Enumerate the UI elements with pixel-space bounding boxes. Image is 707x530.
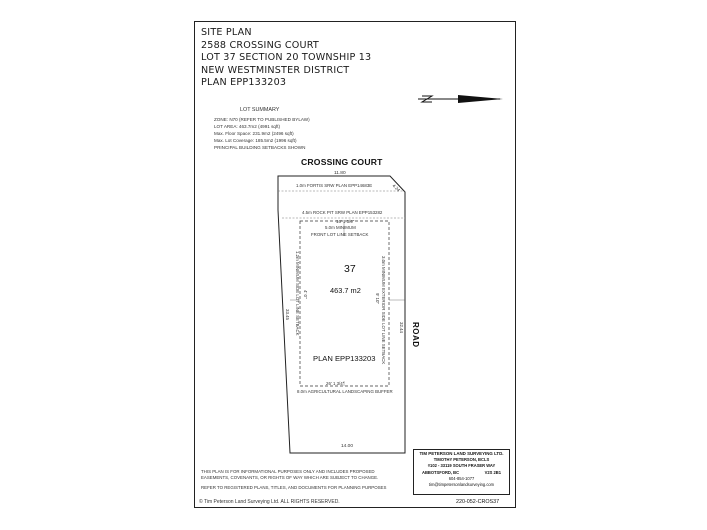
lot-summary: ZONE: N70 (REFER TO PUBLISHED BYLAW) LOT… bbox=[214, 117, 310, 152]
rock-pit-srw-label: 4.5m ROCK PIT SRW PLAN EPP153282 bbox=[302, 210, 383, 215]
surveyor-name: TIMOTHY PETERSON, BCLS bbox=[433, 457, 490, 463]
floor-space-text: Max. Floor Space: 231.9m2 (2496 sqft) bbox=[214, 130, 294, 136]
disclaimer: THIS PLAN IS FOR INFORMATIONAL PURPOSES … bbox=[201, 469, 411, 491]
road-label: ROAD bbox=[411, 322, 420, 348]
lot-area-text: LOT AREA: 463.7m2 (4991 sqft) bbox=[214, 123, 281, 129]
title-line: 2588 CROSSING COURT bbox=[201, 39, 319, 51]
right-dimension: 32.44 bbox=[399, 322, 404, 333]
surveyor-city: ABBOTSFORD, BC bbox=[422, 469, 460, 475]
lot-coverage-text: Max. Lot Coverage: 185.5m2 (1996 sqft) bbox=[214, 137, 297, 143]
front-setback-value: 5.0m MINIMUM bbox=[325, 225, 356, 230]
lot-area-label: 463.7 m2 bbox=[330, 286, 361, 295]
zone-text: ZONE: N70 (REFER TO PUBLISHED BYLAW) bbox=[214, 117, 310, 122]
top-dimension: 11.80 bbox=[334, 171, 346, 176]
plan-number: PLAN EPP133203 bbox=[313, 354, 376, 363]
copyright-notice: © Tim Peterson Land Surveying Ltd. ALL R… bbox=[199, 499, 340, 505]
title-line: LOT 37 SECTION 20 TOWNSHIP 13 bbox=[201, 52, 372, 64]
rear-buffer-label: 8.0m AGRICULTURAL LANDSCAPING BUFFER bbox=[297, 389, 393, 394]
front-setback-label: FRONT LOT LINE SETBACK bbox=[311, 232, 369, 237]
right-setback-label: 3.0m MINIMUM EXTERIOR SIDE LOT LINE SETB… bbox=[381, 256, 386, 365]
right-imperial-dim: 9' 10" bbox=[375, 293, 380, 304]
building-envelope bbox=[299, 220, 390, 387]
lot-number: 37 bbox=[344, 263, 356, 275]
surveyor-postal: V2S 2B1 bbox=[484, 469, 501, 475]
surveyor-firm: TIM PETERSON LAND SURVEYING LTD. bbox=[419, 451, 504, 456]
surveyor-phone: 604-854-1077 bbox=[448, 475, 475, 481]
title-line: SITE PLAN bbox=[201, 27, 252, 38]
fortis-srw-label: 1.0m FORTIS SRW PLAN EPP14683E bbox=[296, 183, 373, 188]
disclaimer-line: EASEMENTS, COVENANTS, OR RIGHTS OF WAY W… bbox=[201, 475, 379, 481]
bottom-dimension: 14.00 bbox=[341, 444, 354, 449]
title-block: SITE PLAN 2588 CROSSING COURT LOT 37 SEC… bbox=[201, 27, 371, 90]
setbacks-note: PRINCIPAL BUILDING SETBACKS SHOWN bbox=[214, 144, 306, 150]
left-dimension: 33.45 bbox=[285, 309, 290, 320]
surveyor-stamp: TIM PETERSON LAND SURVEYING LTD. TIMOTHY… bbox=[413, 449, 510, 495]
lot-summary-heading: LOT SUMMARY bbox=[240, 107, 280, 113]
rear-imperial-dim: 26' 1 3/4" bbox=[326, 381, 345, 386]
front-imperial-dim: 16' 1 3/4" bbox=[336, 219, 355, 224]
north-arrow-icon bbox=[418, 95, 503, 103]
surveyor-email[interactable]: tim@timpetersonlandsurveying.com bbox=[428, 482, 495, 488]
title-line: NEW WESTMINSTER DISTRICT bbox=[201, 64, 350, 76]
lot-boundary bbox=[277, 175, 406, 454]
surveyor-address: #102 - 33119 SOUTH FRASER WAY bbox=[427, 463, 496, 469]
left-setback-label: 1.2m MINIMUM SIDE LOT LINE SETBACK bbox=[295, 251, 300, 336]
street-name: CROSSING COURT bbox=[301, 157, 383, 167]
drawing-code: 220-052-CROS37 bbox=[456, 499, 500, 505]
surveyor-city-row: ABBOTSFORD, BC V2S 2B1 bbox=[414, 470, 509, 476]
title-line: PLAN EPP133203 bbox=[201, 77, 287, 89]
disclaimer-line: REFER TO REGISTERED PLANS, TITLES, AND D… bbox=[201, 484, 387, 490]
left-imperial-dim: 4' 0" bbox=[303, 290, 308, 299]
disclaimer-line: THIS PLAN IS FOR INFORMATIONAL PURPOSES … bbox=[201, 469, 375, 474]
